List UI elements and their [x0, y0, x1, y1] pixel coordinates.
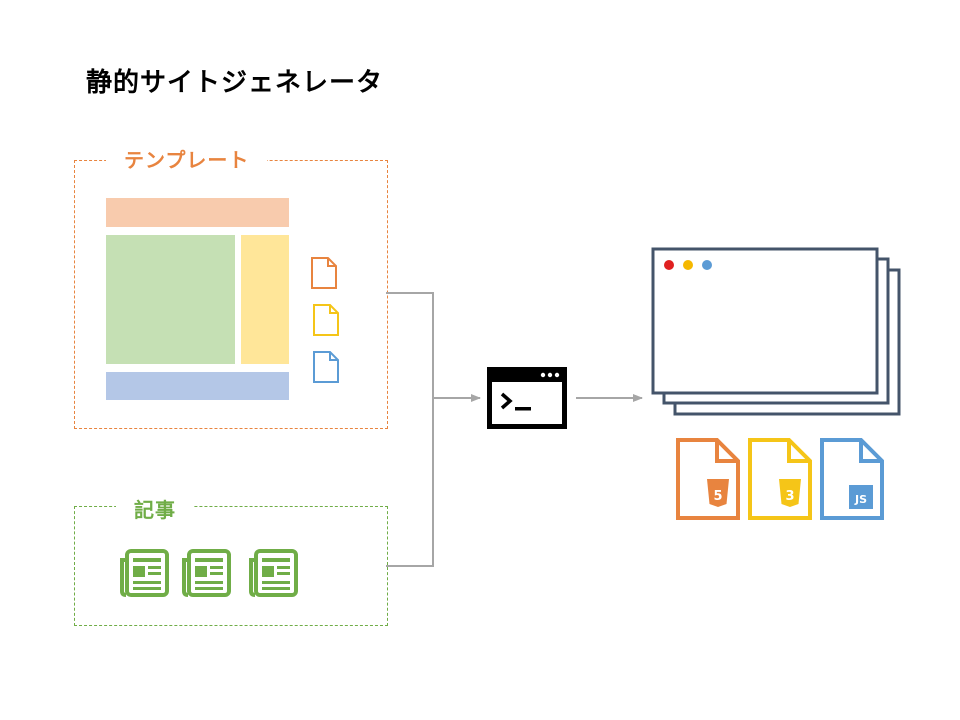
js-badge-text: JS	[854, 493, 867, 506]
window-maximize-dot	[702, 260, 712, 270]
layout-header-block	[106, 198, 289, 227]
article-group-label: 記事	[116, 494, 194, 523]
template-group-label: テンプレート	[106, 144, 268, 173]
css-file-icon	[313, 304, 339, 336]
terminal-icon	[487, 367, 567, 429]
output-browser-windows	[651, 247, 901, 416]
layout-footer-block	[106, 372, 289, 400]
diagram-title: 静的サイトジェネレータ	[86, 68, 384, 98]
html5-file-icon: 5	[676, 438, 740, 520]
article-icon	[182, 549, 231, 597]
html5-badge-text: 5	[713, 489, 722, 504]
css3-file-icon: 3	[748, 438, 812, 520]
article-icon	[249, 549, 298, 597]
javascript-file-icon: JS	[820, 438, 884, 520]
window-minimize-dot	[683, 260, 693, 270]
layout-sidebar-block	[241, 235, 289, 364]
html-file-icon	[311, 257, 337, 289]
article-icon	[120, 549, 169, 597]
css3-badge-text: 3	[785, 489, 794, 504]
layout-main-block	[106, 235, 235, 364]
js-file-icon	[313, 351, 339, 383]
template-connector	[386, 292, 434, 567]
window-close-dot	[664, 260, 674, 270]
